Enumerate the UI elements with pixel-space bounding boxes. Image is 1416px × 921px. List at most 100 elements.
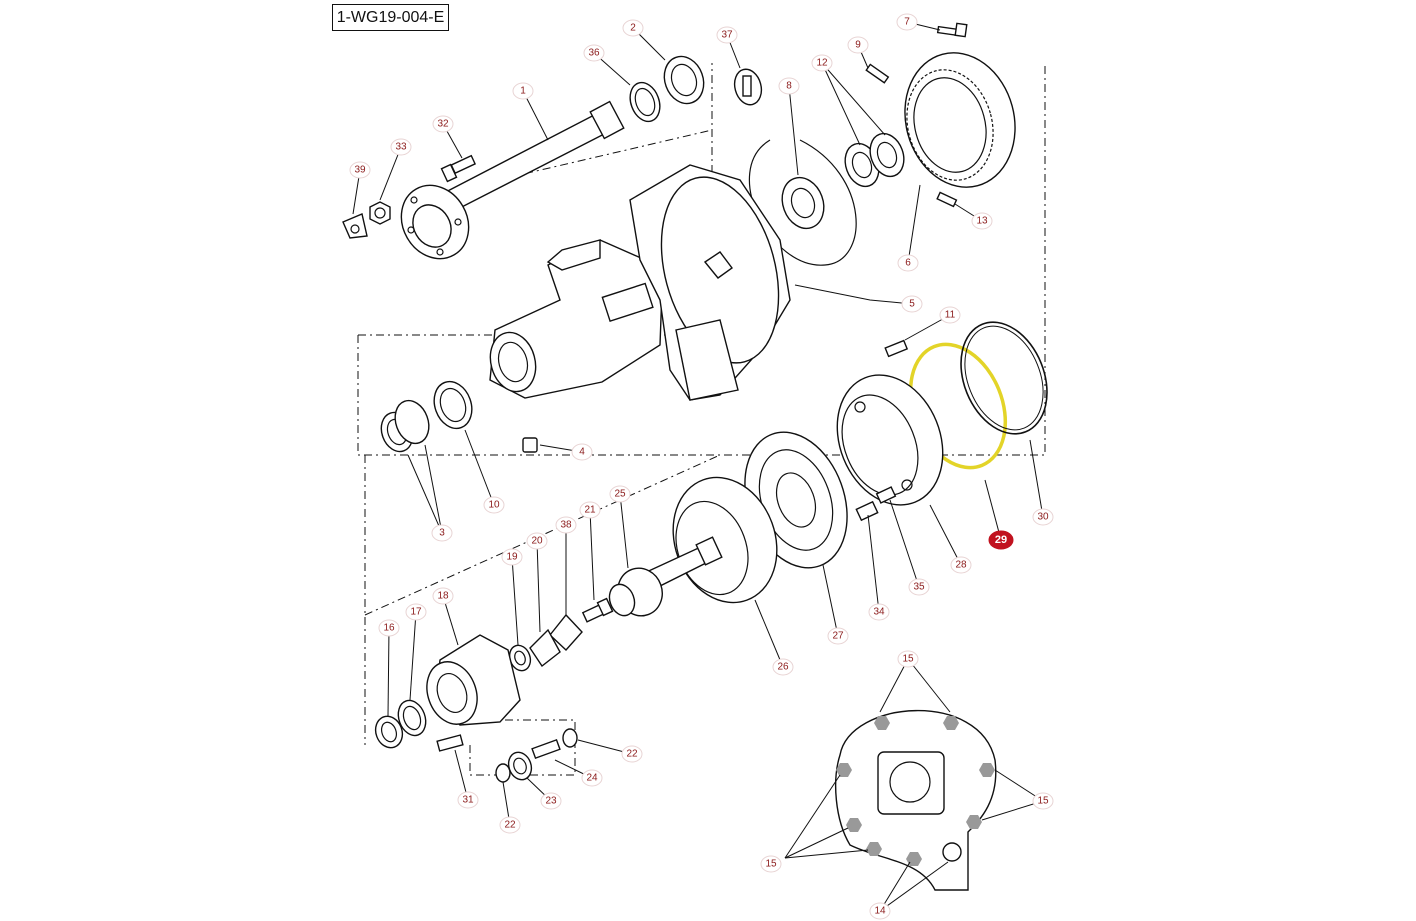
callout-number: 36 — [588, 48, 600, 59]
callout-bubble — [526, 532, 548, 550]
callout-17[interactable]: 17 — [405, 603, 427, 621]
callout-39[interactable]: 39 — [349, 161, 371, 179]
callout-number: 15 — [765, 859, 777, 870]
callout-23[interactable]: 23 — [540, 792, 562, 810]
callout-bubble — [390, 138, 412, 156]
bearing-cup-10[interactable] — [428, 376, 478, 433]
callout-29-selected[interactable]: 29 — [988, 530, 1014, 550]
callout-30[interactable]: 30 — [1032, 508, 1054, 526]
callout-number: 35 — [913, 582, 925, 593]
washer-39[interactable] — [342, 213, 368, 239]
snap-ring-8[interactable] — [748, 139, 857, 266]
callout-13[interactable]: 13 — [971, 212, 993, 230]
seal-ring-30[interactable] — [945, 309, 1063, 447]
callout-number: 8 — [786, 81, 792, 92]
washer-22-lower[interactable] — [495, 763, 511, 783]
callout-number: 29 — [995, 534, 1007, 546]
axle-shaft[interactable] — [388, 100, 625, 271]
callout-8[interactable]: 8 — [778, 77, 800, 95]
callout-number: 1 — [520, 86, 526, 97]
callout-10[interactable]: 10 — [483, 496, 505, 514]
callout-4[interactable]: 4 — [571, 443, 593, 461]
bolt-32[interactable] — [440, 154, 477, 183]
callout-number: 4 — [579, 447, 585, 458]
pin-24[interactable] — [531, 738, 561, 760]
callout-bubble — [716, 26, 738, 44]
callout-bubble — [896, 13, 918, 31]
callout-21[interactable]: 21 — [579, 501, 601, 519]
callout-11[interactable]: 11 — [939, 306, 961, 324]
callout-36[interactable]: 36 — [583, 44, 605, 62]
callout-number: 6 — [905, 258, 911, 269]
callout-19[interactable]: 19 — [501, 548, 523, 566]
callout-18[interactable]: 18 — [432, 587, 454, 605]
callout-31[interactable]: 31 — [457, 791, 479, 809]
callout-20[interactable]: 20 — [526, 532, 548, 550]
axle-housing-5[interactable] — [484, 164, 798, 401]
callout-number: 19 — [506, 552, 518, 563]
washer-22-upper[interactable] — [562, 728, 578, 748]
callout-22[interactable]: 22 — [499, 816, 521, 834]
callout-bubble — [432, 587, 454, 605]
pin-11[interactable] — [884, 339, 909, 358]
callout-7[interactable]: 7 — [896, 13, 918, 31]
callout-15[interactable]: 15 — [760, 855, 782, 873]
callout-14[interactable]: 14 — [869, 902, 891, 920]
callout-37[interactable]: 37 — [716, 26, 738, 44]
callout-26[interactable]: 26 — [772, 658, 794, 676]
pin-31[interactable] — [436, 734, 464, 752]
callout-22[interactable]: 22 — [621, 745, 643, 763]
pin-35[interactable] — [875, 486, 897, 504]
bolt-21[interactable] — [581, 597, 614, 623]
drawing-id-label: 1-WG19-004-E — [332, 4, 449, 31]
callout-5[interactable]: 5 — [901, 295, 923, 313]
callout-12[interactable]: 12 — [811, 54, 833, 72]
lock-plate-38[interactable] — [549, 613, 583, 652]
bearing-cup-2[interactable] — [658, 51, 710, 109]
callout-9[interactable]: 9 — [847, 36, 869, 54]
callout-1[interactable]: 1 — [512, 82, 534, 100]
callout-27[interactable]: 27 — [827, 627, 849, 645]
callout-35[interactable]: 35 — [908, 578, 930, 596]
bolt-34[interactable] — [855, 500, 879, 522]
ring-gear-6[interactable] — [890, 40, 1030, 199]
callout-15[interactable]: 15 — [1032, 792, 1054, 810]
callout-bubble — [405, 603, 427, 621]
snap-ring-17[interactable] — [394, 697, 431, 740]
pin-13[interactable] — [936, 191, 958, 208]
callout-bubble — [431, 524, 453, 542]
sun-shaft-25[interactable] — [605, 536, 723, 622]
callout-15[interactable]: 15 — [897, 650, 919, 668]
piston-28[interactable] — [819, 359, 962, 521]
callout-33[interactable]: 33 — [390, 138, 412, 156]
callout-32[interactable]: 32 — [432, 115, 454, 133]
plug-4[interactable] — [522, 437, 538, 453]
bearing-set-12[interactable] — [839, 129, 909, 191]
spacer-20[interactable] — [529, 628, 561, 668]
seal-36[interactable] — [625, 78, 665, 125]
planet-carrier-18[interactable] — [419, 634, 521, 731]
pin-9[interactable] — [865, 63, 890, 84]
callout-bubble — [432, 115, 454, 133]
callout-28[interactable]: 28 — [950, 556, 972, 574]
callout-25[interactable]: 25 — [609, 485, 631, 503]
callout-6[interactable]: 6 — [897, 254, 919, 272]
planet-gear-23[interactable] — [505, 749, 535, 783]
callout-16[interactable]: 16 — [378, 619, 400, 637]
callout-bubble — [457, 791, 479, 809]
nut-33[interactable] — [369, 201, 391, 225]
callout-number: 10 — [488, 500, 500, 511]
callout-34[interactable]: 34 — [868, 603, 890, 621]
callout-number: 16 — [383, 623, 395, 634]
callout-bubble — [499, 816, 521, 834]
bolt-7[interactable] — [936, 22, 968, 38]
callout-number: 32 — [437, 119, 449, 130]
key-plate-37[interactable] — [731, 66, 765, 108]
bearing-3[interactable] — [376, 396, 434, 456]
callout-3[interactable]: 3 — [431, 524, 453, 542]
callout-38[interactable]: 38 — [555, 516, 577, 534]
callout-24[interactable]: 24 — [581, 769, 603, 787]
callout-2[interactable]: 2 — [622, 19, 644, 37]
washer-16[interactable] — [371, 713, 406, 752]
